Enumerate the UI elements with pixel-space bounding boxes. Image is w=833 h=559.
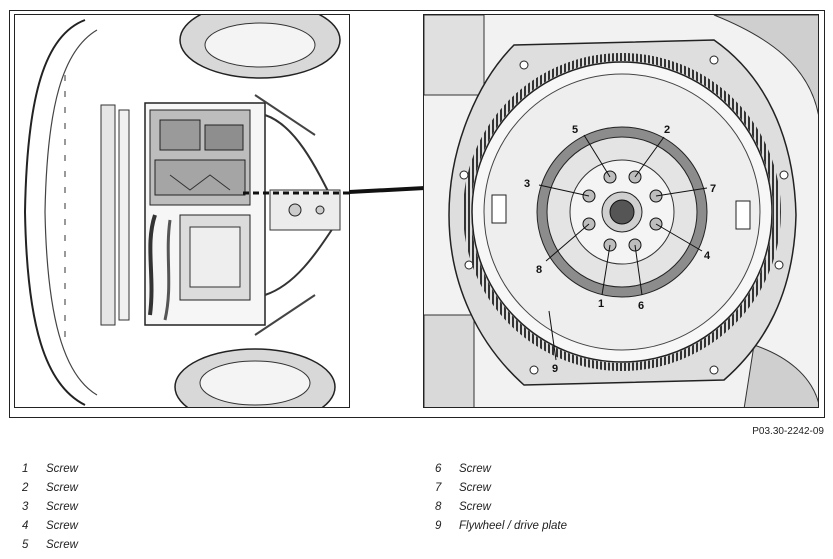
callout-1: 1 xyxy=(598,298,604,310)
flywheel-detail-illustration: 1 2 3 4 5 6 7 8 9 xyxy=(423,14,819,408)
callout-7: 7 xyxy=(710,183,716,195)
callout-2: 2 xyxy=(664,124,670,136)
callout-6: 6 xyxy=(638,300,644,312)
vehicle-underside-illustration xyxy=(14,14,350,408)
callout-3: 3 xyxy=(524,178,530,190)
figure-reference: P03.30-2242-09 xyxy=(752,426,824,437)
callout-4: 4 xyxy=(704,250,711,262)
callout-9: 9 xyxy=(552,363,558,375)
callout-8: 8 xyxy=(536,264,542,276)
detail-pointer-line xyxy=(349,186,425,194)
callout-5: 5 xyxy=(572,124,578,136)
